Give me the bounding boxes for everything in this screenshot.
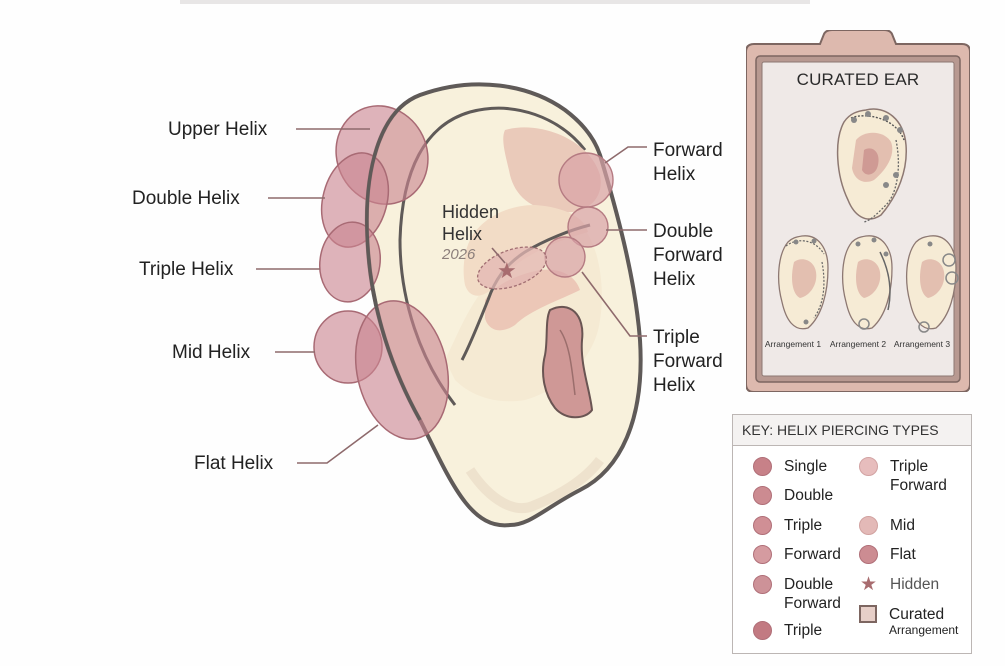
leader-flat-helix <box>297 424 379 464</box>
earlobe <box>465 456 604 514</box>
label-double-forward-1: Double <box>653 221 713 242</box>
key-swatch-triple <box>753 516 772 535</box>
arrangement-3-ear <box>906 235 959 333</box>
leader-hidden-helix <box>491 247 506 264</box>
label-triple-forward-2: Forward <box>653 351 723 372</box>
helix-key-panel: KEY: HELIX PIERCING TYPES Single Double … <box>732 414 972 654</box>
clipboard-frame <box>745 29 971 393</box>
curated-ear-board: CURATED EAR Arrangement 1 Arrangement 2 … <box>745 29 971 393</box>
arrangement-3-label: Arrangement 3 <box>893 339 951 349</box>
key-item-mid: Mid <box>859 516 915 535</box>
key-item-hidden: ★ Hidden <box>859 574 940 595</box>
zone-double-forward-helix <box>567 206 609 248</box>
arrangement-1-ear <box>778 235 829 330</box>
outer-helix-edge <box>365 93 422 421</box>
key-item-single: Single <box>753 457 827 476</box>
zone-flat-helix <box>354 300 450 440</box>
zone-triple-helix <box>319 221 381 303</box>
label-mid-helix: Mid Helix <box>172 342 251 363</box>
label-forward-helix-1: Forward <box>653 140 723 161</box>
key-swatch-single <box>753 457 772 476</box>
key-item-triple-2: Triple <box>753 621 822 640</box>
curated-box-icon <box>859 605 877 623</box>
hidden-helix-star-icon: ★ <box>497 259 517 284</box>
label-double-helix: Double Helix <box>132 188 240 209</box>
star-icon: ★ <box>859 574 878 595</box>
label-forward-helix-2: Helix <box>653 164 696 185</box>
label-double-forward-3: Helix <box>653 269 696 290</box>
label-hidden-helix-2: Helix <box>442 224 482 244</box>
curated-ear-title: CURATED EAR <box>796 70 920 89</box>
zone-triple-forward-helix <box>544 236 586 278</box>
key-item-double: Double <box>753 486 833 505</box>
key-swatch-double <box>753 486 772 505</box>
curated-large-ear <box>836 108 907 223</box>
arrangement-2-label: Arrangement 2 <box>829 339 887 349</box>
key-swatch-triple-forward <box>859 457 878 476</box>
key-title: KEY: HELIX PIERCING TYPES <box>733 415 971 446</box>
arrangement-1-label: Arrangement 1 <box>764 339 822 349</box>
zone-forward-helix <box>558 152 614 208</box>
key-swatch-forward <box>753 545 772 564</box>
arrangement-2-ear <box>842 235 893 330</box>
label-hidden-helix-1: Hidden <box>442 202 499 222</box>
ear-canal-inner <box>559 329 576 396</box>
cropped-title-remnant <box>180 0 810 4</box>
label-triple-helix: Triple Helix <box>139 259 234 280</box>
label-upper-helix: Upper Helix <box>168 119 268 140</box>
key-item-flat: Flat <box>859 545 916 564</box>
zone-hidden-helix <box>476 246 548 290</box>
label-triple-forward-1: Triple <box>653 327 700 348</box>
label-triple-forward-3: Helix <box>653 375 696 396</box>
leader-triple-forward <box>581 271 647 337</box>
key-swatch-double-forward <box>753 575 772 594</box>
label-hidden-year: 2026 <box>441 246 476 263</box>
label-flat-helix: Flat Helix <box>194 453 274 474</box>
key-swatch-triple-2 <box>753 621 772 640</box>
key-item-triple: Triple <box>753 516 822 535</box>
leader-forward-helix <box>604 146 647 164</box>
ear-canal <box>542 305 594 419</box>
key-swatch-mid <box>859 516 878 535</box>
key-swatch-flat <box>859 545 878 564</box>
label-double-forward-2: Forward <box>653 245 723 266</box>
key-item-forward: Forward <box>753 545 841 564</box>
